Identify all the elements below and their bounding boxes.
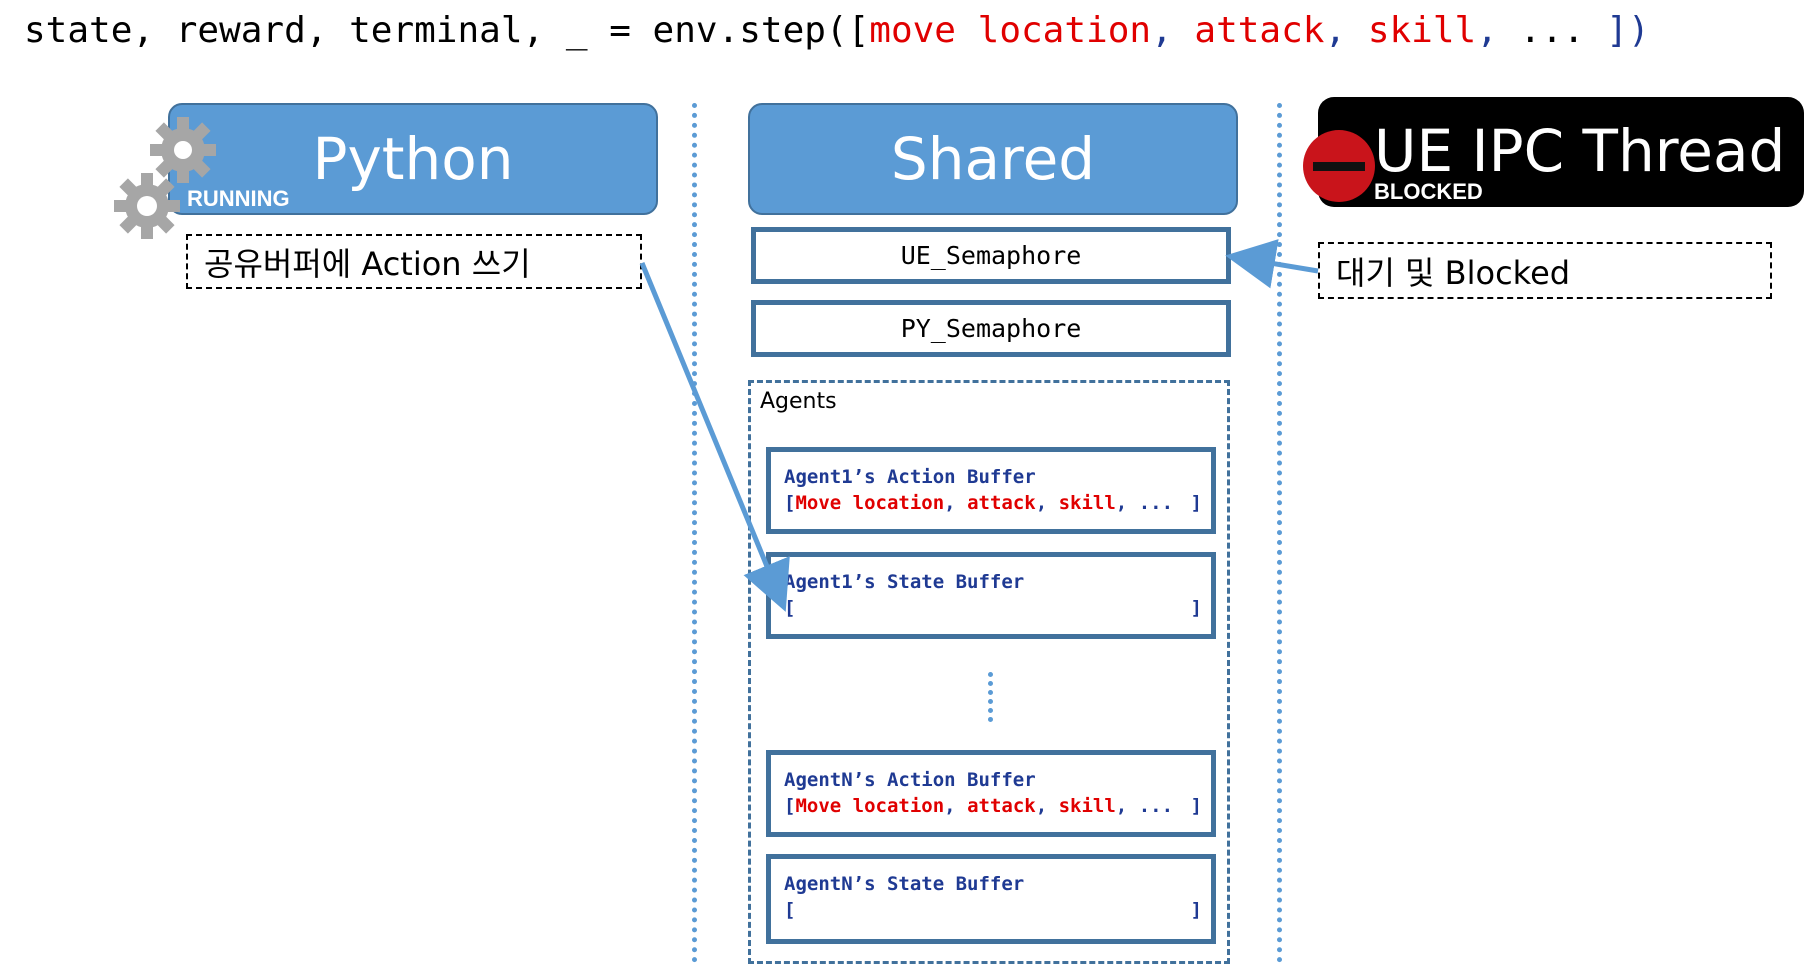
agent1-state-buffer-title: Agent1’s State Buffer (784, 571, 1025, 593)
blocked-status: BLOCKED (1374, 179, 1483, 204)
buffer-item: attack (967, 795, 1036, 817)
code-line: state, reward, terminal, _ = env.step([m… (24, 10, 1650, 51)
ue-ipc-thread-header: UE IPC Thread BLOCKED (1318, 97, 1804, 207)
buffer-item: ... (1138, 492, 1174, 514)
agentn-state-buffer: AgentN’s State Buffer [] (766, 854, 1216, 944)
ue-note-text: 대기 및 Blocked (1336, 253, 1571, 292)
shared-title: Shared (890, 125, 1096, 193)
ue-ipc-thread-title: UE IPC Thread (1374, 117, 1786, 185)
buffer-item: Move location (795, 492, 945, 514)
stop-icon (1303, 130, 1375, 202)
separator-right (1277, 103, 1282, 963)
agents-label: Agents (760, 389, 837, 414)
agent1-action-buffer: Agent1’s Action Buffer [Move location, a… (766, 447, 1216, 534)
ue-semaphore-box: UE_Semaphore (751, 227, 1231, 284)
agent1-action-buffer-content: [Move location, attack, skill, ... ] (784, 492, 1202, 514)
separator-left (692, 103, 697, 963)
agentn-state-buffer-title: AgentN’s State Buffer (784, 873, 1025, 895)
running-status: RUNNING (187, 186, 290, 211)
code-prefix: state, reward, terminal, _ = env.step([ (24, 10, 870, 51)
ue-semaphore-label: UE_Semaphore (900, 241, 1082, 270)
python-header: Python (168, 103, 658, 215)
agent1-action-buffer-title: Agent1’s Action Buffer (784, 466, 1036, 488)
buffer-item: skill (1058, 492, 1116, 514)
agents-container (748, 380, 1230, 964)
ue-note: 대기 및 Blocked (1318, 242, 1772, 299)
code-arg-skill: skill (1367, 10, 1477, 51)
code-arg-ellipsis: ... (1519, 10, 1585, 51)
ellipsis-vertical (988, 672, 993, 722)
agentn-state-buffer-content: [] (784, 899, 1202, 921)
gears-icon (114, 117, 216, 239)
agentn-action-buffer: AgentN’s Action Buffer [Move location, a… (766, 750, 1216, 837)
gear-icon-small (114, 173, 180, 239)
py-semaphore-box: PY_Semaphore (751, 300, 1231, 357)
python-note-text: 공유버퍼에 Action 쓰기 (204, 244, 531, 283)
code-arg-move-location: move location (869, 10, 1152, 51)
buffer-item: skill (1058, 795, 1116, 817)
agentn-action-buffer-content: [Move location, attack, skill, ... ] (784, 795, 1202, 817)
agentn-action-buffer-title: AgentN’s Action Buffer (784, 769, 1036, 791)
shared-header: Shared (748, 103, 1238, 215)
buffer-item: Move location (795, 795, 945, 817)
buffer-item: ... (1138, 795, 1174, 817)
python-note: 공유버퍼에 Action 쓰기 (186, 234, 642, 289)
code-arg-attack: attack (1194, 10, 1325, 51)
arrow-python-to-state-buffer (639, 262, 790, 612)
python-title: Python (312, 125, 514, 193)
buffer-item: attack (967, 492, 1036, 514)
arrow-ue-to-semaphore (1225, 239, 1319, 289)
gear-icon-large (150, 117, 216, 183)
code-suffix: ]) (1606, 10, 1650, 51)
py-semaphore-label: PY_Semaphore (900, 314, 1082, 343)
